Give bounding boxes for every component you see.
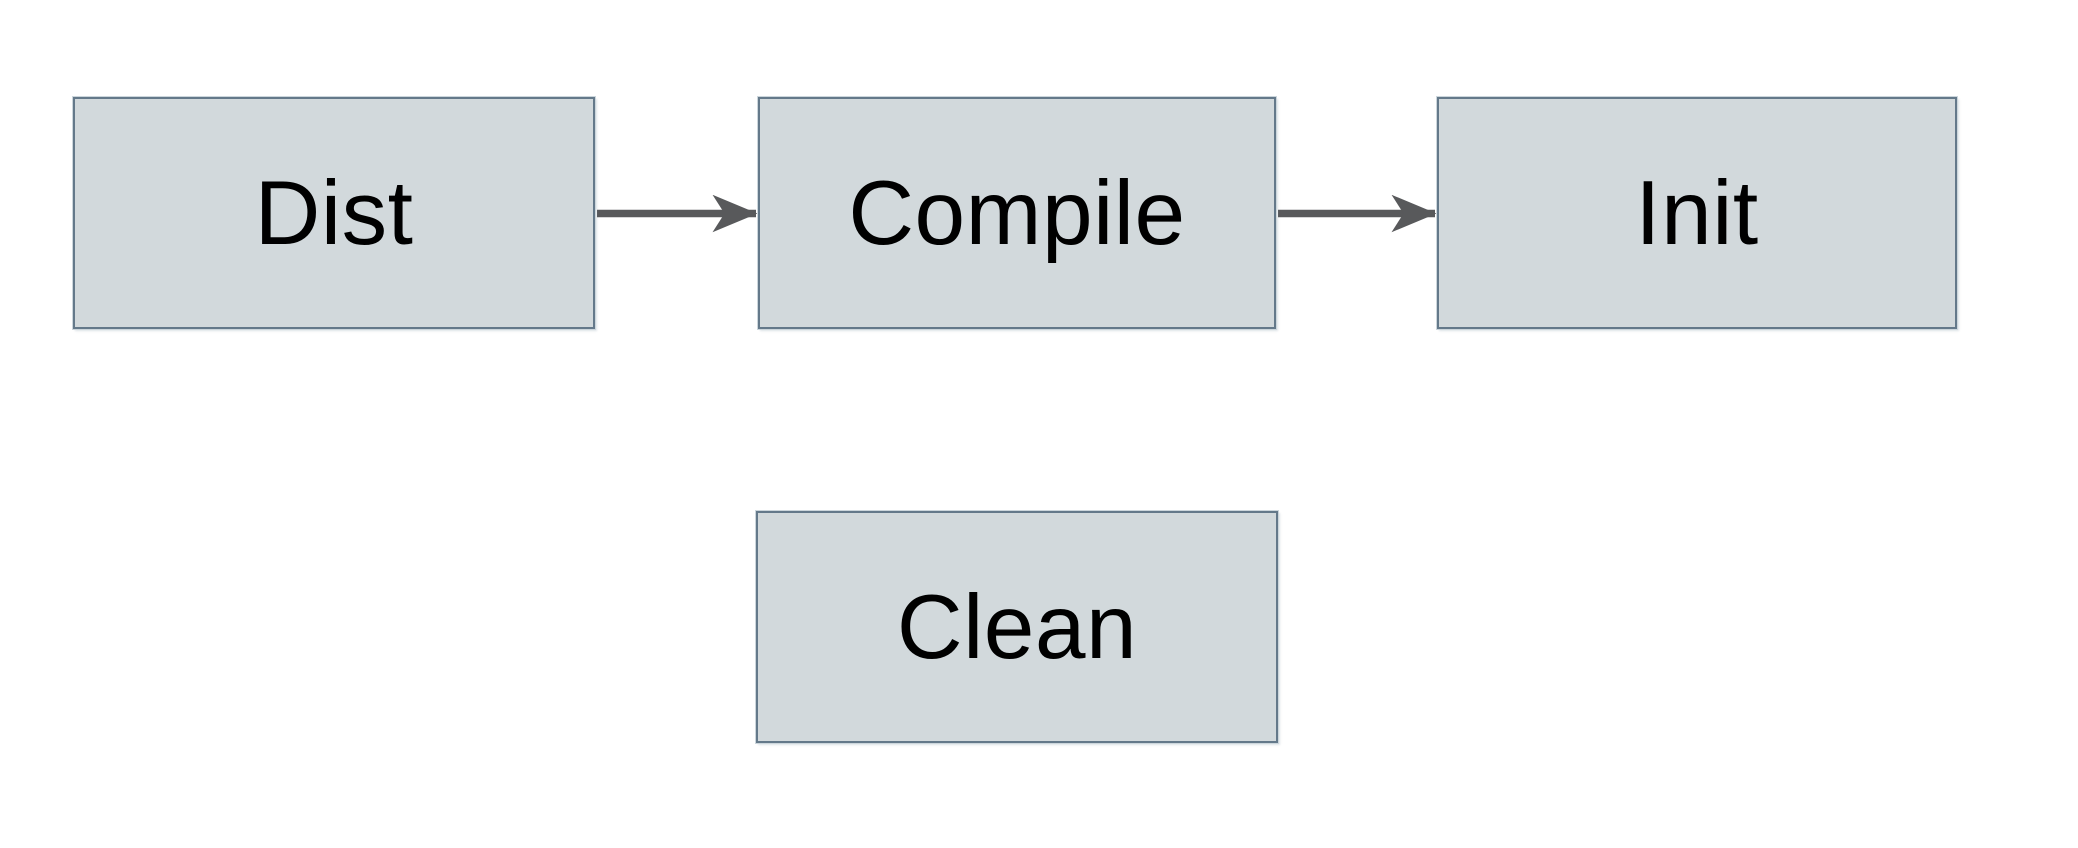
node-compile-label: Compile <box>848 162 1186 264</box>
node-clean[interactable]: Clean <box>756 511 1278 743</box>
node-dist[interactable]: Dist <box>73 97 595 329</box>
node-init-label: Init <box>1635 162 1759 264</box>
node-compile[interactable]: Compile <box>758 97 1276 329</box>
node-init[interactable]: Init <box>1437 97 1957 329</box>
node-clean-label: Clean <box>896 576 1138 678</box>
node-dist-label: Dist <box>254 162 414 264</box>
